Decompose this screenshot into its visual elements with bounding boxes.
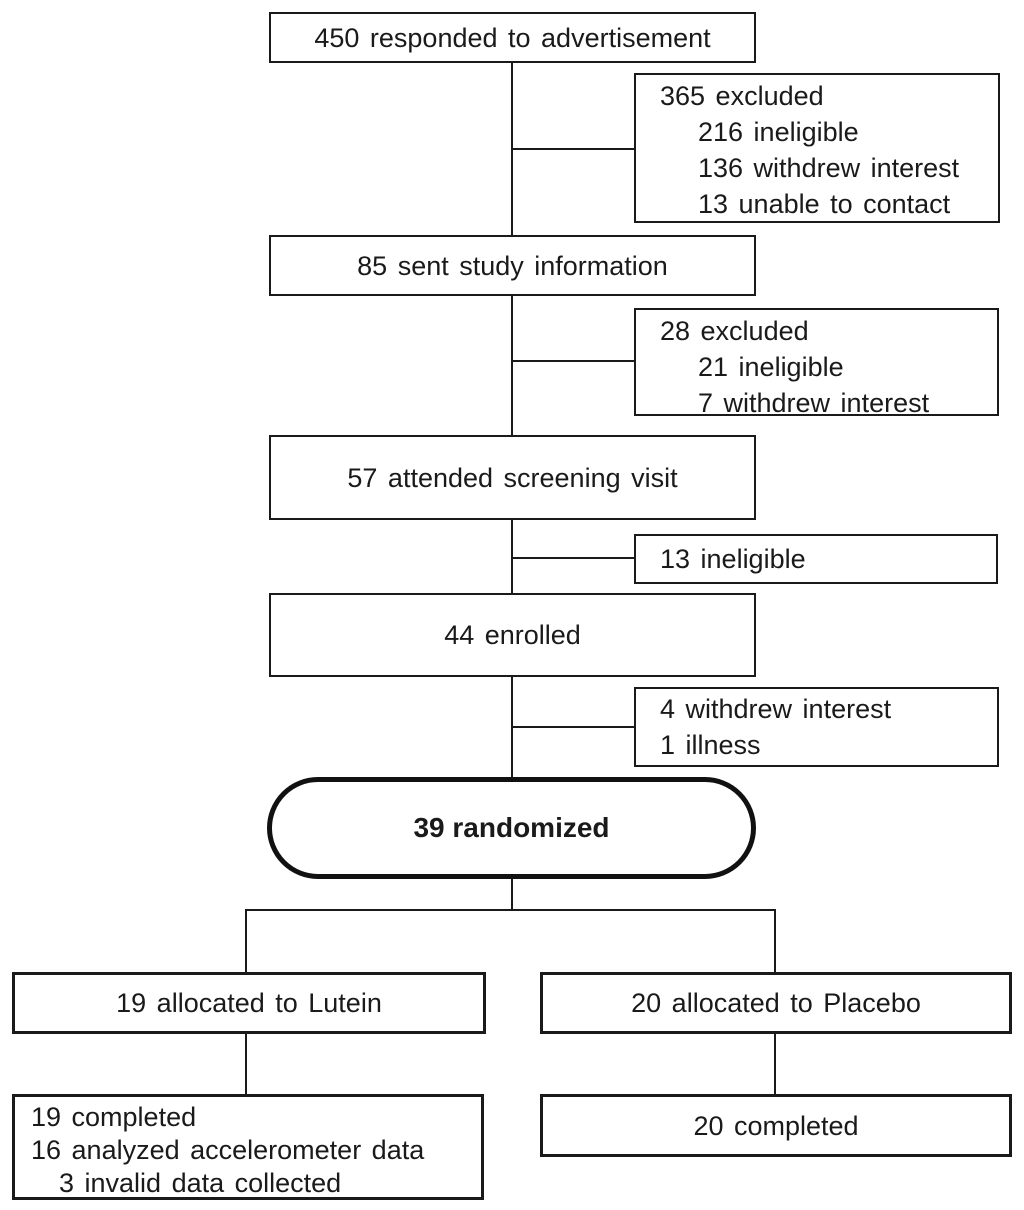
box-attended-screening-visit: 57 attended screening visit [269, 435, 756, 520]
connector-branch-excluded-2 [513, 360, 634, 362]
connector-spine-4 [511, 677, 513, 777]
connector-spine-1 [511, 62, 513, 235]
exclusion-line: 28 excluded [660, 316, 809, 346]
exclusion-line: 4 withdrew interest [660, 694, 892, 724]
box-excluded-365: 365 excluded 216 ineligible 136 withdrew… [634, 73, 1000, 223]
box-randomized: 39 randomized [267, 777, 756, 879]
exclusion-line: 7 withdrew interest [698, 388, 930, 418]
box-enrolled: 44 enrolled [269, 593, 756, 677]
exclusion-line: 216 ineligible [698, 117, 859, 147]
box-completed-placebo: 20 completed [540, 1094, 1012, 1157]
box-sent-study-information: 85 sent study information [269, 235, 756, 296]
box-allocated-lutein: 19 allocated to Lutein [12, 972, 486, 1034]
completion-line: 16 analyzed accelerometer data [31, 1135, 425, 1165]
connector-spine-2 [511, 296, 513, 435]
connector-spine-3 [511, 520, 513, 593]
connector-spine-5 [511, 878, 513, 911]
box-responded-to-advertisement: 450 responded to advertisement [269, 12, 756, 63]
exclusion-line: 13 ineligible [660, 544, 806, 574]
completion-line: 19 completed [31, 1102, 197, 1132]
exclusion-line: 21 ineligible [698, 352, 844, 382]
connector-split-left [245, 909, 247, 972]
box-ineligible-13: 13 ineligible [634, 534, 998, 584]
exclusion-line: 1 illness [660, 730, 761, 760]
box-withdrew-illness: 4 withdrew interest 1 illness [634, 687, 999, 767]
box-allocated-placebo: 20 allocated to Placebo [540, 972, 1012, 1034]
connector-split-right [774, 909, 776, 972]
exclusion-line: 365 excluded [660, 81, 824, 111]
exclusion-line: 136 withdrew interest [698, 153, 960, 183]
connector-placebo-completion [774, 1033, 776, 1094]
connector-split-horizontal [245, 909, 776, 911]
connector-branch-excluded-1 [513, 148, 634, 150]
box-excluded-28: 28 excluded 21 ineligible 7 withdrew int… [634, 308, 999, 418]
completion-line: 3 invalid data collected [59, 1168, 342, 1198]
exclusion-line: 13 unable to contact [698, 189, 951, 219]
connector-lutein-completion [245, 1033, 247, 1094]
connector-branch-withdrew [513, 726, 634, 728]
connector-branch-ineligible [513, 557, 634, 559]
box-completed-lutein: 19 completed 16 analyzed accelerometer d… [12, 1094, 484, 1200]
